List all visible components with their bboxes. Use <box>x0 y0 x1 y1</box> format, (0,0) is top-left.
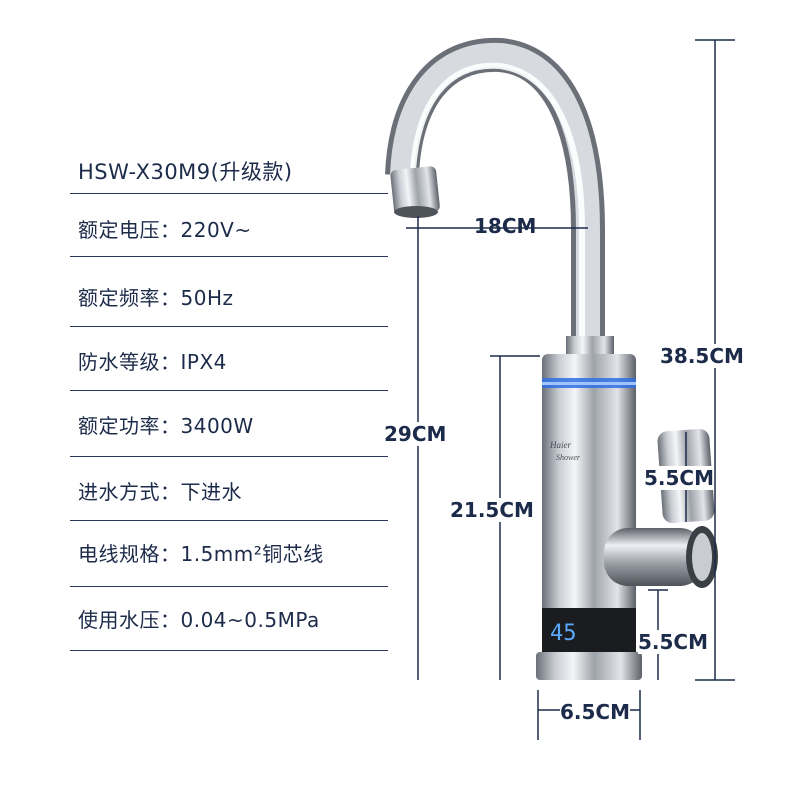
spec-value: 下进水 <box>180 480 242 504</box>
spec-row-voltage: 额定电压：220V~ <box>78 214 252 243</box>
spec-value: IPX4 <box>180 350 227 374</box>
spec-row-inlet: 进水方式：下进水 <box>78 476 242 505</box>
spec-value: 1.5mm²铜芯线 <box>180 542 324 566</box>
dim-label-total-height: 38.5CM <box>660 344 744 368</box>
spec-row-frequency: 额定频率：50Hz <box>78 282 234 311</box>
spec-label: 额定功率： <box>78 414 181 438</box>
spec-label: 使用水压： <box>78 608 181 632</box>
spout <box>385 37 605 348</box>
spec-label: 电线规格： <box>78 542 181 566</box>
brand-logo-line1: Haier <box>549 440 571 450</box>
spec-row-pressure: 使用水压：0.04~0.5MPa <box>78 604 320 633</box>
spec-model-title: HSW-X30M9(升级款) <box>78 160 293 184</box>
spec-row-power: 额定功率：3400W <box>78 410 254 439</box>
spec-label: 防水等级： <box>78 350 181 374</box>
spec-rule <box>70 586 388 587</box>
spec-rule <box>70 193 388 194</box>
spec-rule <box>70 520 388 521</box>
control-knob <box>604 526 718 588</box>
spec-rule <box>70 650 388 651</box>
spec-row-waterproof: 防水等级：IPX4 <box>78 346 227 375</box>
spec-row-cable: 电线规格：1.5mm²铜芯线 <box>78 538 324 567</box>
spec-label: 额定电压： <box>78 218 181 242</box>
spec-value: 50Hz <box>180 286 234 310</box>
spout-collar <box>566 336 614 356</box>
spec-rule <box>70 326 388 327</box>
dim-label-base-width: 6.5CM <box>560 700 631 724</box>
dim-label-spout-reach: 18CM <box>474 214 537 238</box>
dim-label-handle-offset: 5.5CM <box>638 630 709 654</box>
dim-label-body-height: 21.5CM <box>450 498 534 522</box>
spec-rule <box>70 256 388 257</box>
spec-value: 0.04~0.5MPa <box>180 608 320 632</box>
dim-label-handle: 5.5CM <box>644 466 715 490</box>
brand-logo-line2: Shower <box>556 453 581 462</box>
spec-value: 3400W <box>180 414 254 438</box>
spec-value: 220V~ <box>180 218 252 242</box>
spec-label: 进水方式： <box>78 480 181 504</box>
dim-label-spout-height: 29CM <box>384 422 447 446</box>
spec-rule <box>70 390 388 391</box>
temperature-readout: 45 <box>550 621 577 646</box>
spec-rule <box>70 456 388 457</box>
spec-label: 额定频率： <box>78 286 181 310</box>
led-display-panel <box>542 608 636 652</box>
